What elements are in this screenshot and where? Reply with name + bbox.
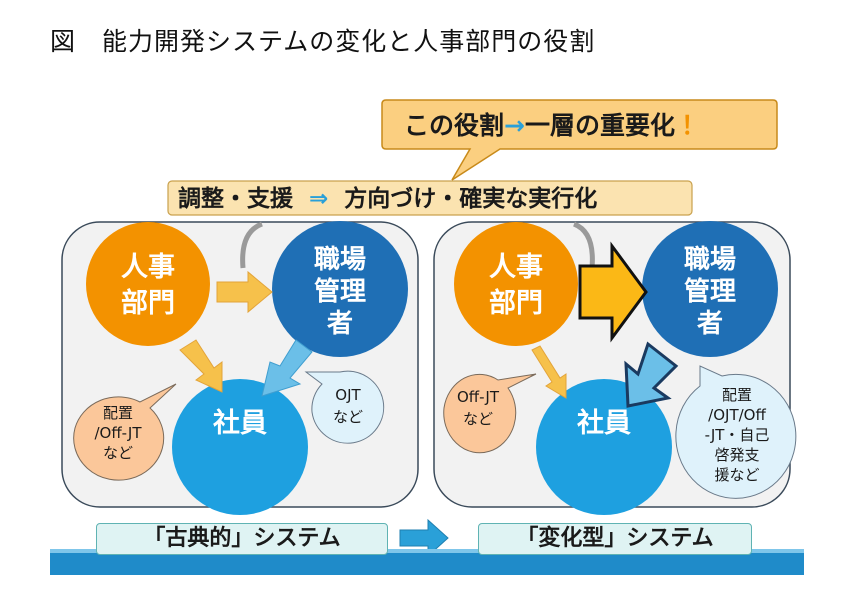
classic-system-label: 「古典的」システム [96, 523, 388, 555]
speech-bubble-left [443, 373, 537, 454]
manager-label-line3: 者 [697, 309, 723, 339]
speech-bubble-right [304, 370, 385, 444]
bubble-right-line5: 援など [714, 466, 759, 484]
changing-system-panel: 職場 管理 者 人事 部門 社員 Off-JT など 配置 /OJT/Off -… [433, 221, 797, 515]
hr-department-node [454, 222, 578, 346]
manager-node [272, 221, 408, 357]
hr-label-line1: 人事 [121, 252, 175, 283]
bubble-left-line2: /Off-JT [94, 424, 142, 442]
hr-label-line2: 部門 [489, 287, 543, 319]
manager-node [642, 221, 778, 357]
manager-label-line2: 管理 [314, 277, 366, 307]
arrow-hr-to-employee [531, 345, 567, 399]
manager-label-line3: 者 [327, 309, 353, 339]
callout-box: この役割→一層の重要化！ [381, 99, 778, 181]
arrow-hr-to-manager [216, 270, 273, 314]
classic-system-panel: 人事 部門 職場 管理 者 社員 配置 /Off-JT など OJT など [61, 221, 419, 515]
bubble-left-line1: Off-JT [457, 388, 500, 406]
employee-label: 社員 [577, 407, 631, 439]
manager-label-line1: 職場 [314, 245, 366, 275]
speech-bubble-left [73, 383, 177, 481]
hr-department-node [86, 222, 210, 346]
employee-label: 社員 [213, 407, 267, 439]
manager-label-line2: 管理 [684, 277, 736, 307]
page-title: 図 能力開発システムの変化と人事部門の役割 [50, 27, 596, 56]
speech-bubble-right [675, 365, 797, 499]
bubble-right-line4: 啓発支 [714, 446, 759, 464]
arrow-hr-to-employee [179, 339, 223, 393]
employee-node [536, 379, 672, 515]
employee-node [172, 379, 308, 515]
role-banner: 調整・支援⇒方向づけ・確実な実行化 [167, 180, 693, 216]
hr-label-line1: 人事 [489, 252, 543, 283]
hr-label-line2: 部門 [121, 287, 175, 319]
bottom-stripe-light [50, 549, 804, 553]
manager-label-line1: 職場 [684, 245, 736, 275]
bubble-right-line2: など [333, 408, 363, 426]
changing-system-label: 「変化型」システム [478, 523, 752, 555]
big-arrow-hr-to-manager [578, 241, 648, 343]
arrow-manager-to-employee [261, 339, 313, 397]
bubble-right-line2: /OJT/Off [708, 406, 766, 424]
bubble-right-line3: -JT・自己 [705, 426, 770, 444]
bubble-left-line2: など [463, 410, 493, 428]
bubble-right-line1: 配置 [722, 386, 752, 404]
bubble-left-line1: 配置 [103, 404, 133, 422]
big-arrow-manager-to-employee [624, 341, 679, 408]
role-banner-text: 調整・支援⇒方向づけ・確実な実行化 [178, 185, 597, 212]
transition-arrow [399, 518, 449, 558]
callout-text: この役割→一層の重要化！ [404, 111, 706, 140]
bubble-left-line3: など [103, 444, 133, 462]
bottom-stripe [50, 553, 804, 575]
bubble-right-line1: OJT [335, 386, 361, 404]
